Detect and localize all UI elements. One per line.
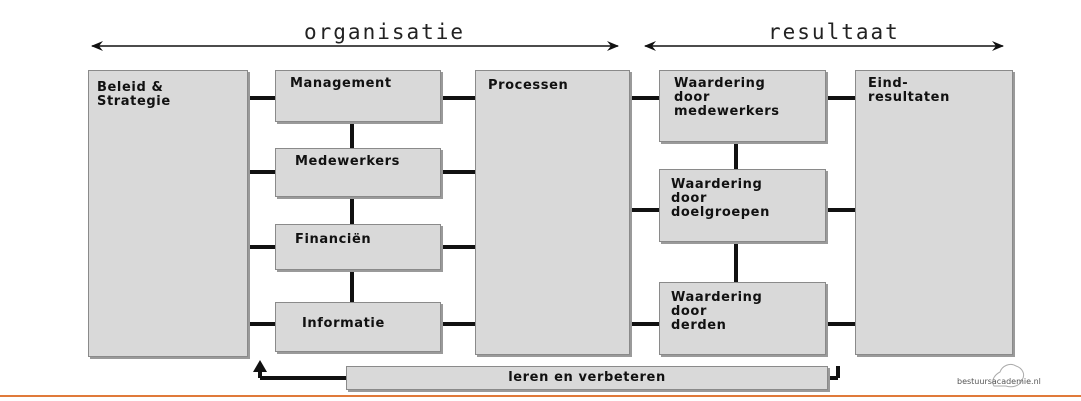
box-waardering-medewerkers: Waardering door medewerkers bbox=[659, 70, 826, 142]
box-medewerkers: Medewerkers bbox=[275, 148, 441, 197]
logo-text: bestuursacademie.nl bbox=[957, 377, 1041, 386]
box-waardering-derden: Waardering door derden bbox=[659, 282, 826, 355]
box-management: Management bbox=[275, 70, 441, 122]
feedback-arrowhead bbox=[253, 360, 267, 372]
box-waardering-doelgroepen: Waardering door doelgroepen bbox=[659, 169, 826, 242]
header-organisatie: organisatie bbox=[304, 20, 466, 44]
logo-map-icon bbox=[992, 363, 1025, 388]
box-eindresultaten: Eind- resultaten bbox=[855, 70, 1013, 355]
box-connectors bbox=[248, 96, 855, 380]
box-financien: Financiën bbox=[275, 224, 441, 270]
box-beleid-strategie: Beleid & Strategie bbox=[88, 70, 248, 357]
box-informatie: Informatie bbox=[275, 302, 441, 352]
box-leren-verbeteren: leren en verbeteren bbox=[346, 366, 828, 390]
box-processen: Processen bbox=[475, 70, 630, 355]
header-resultaat: resultaat bbox=[768, 20, 900, 44]
